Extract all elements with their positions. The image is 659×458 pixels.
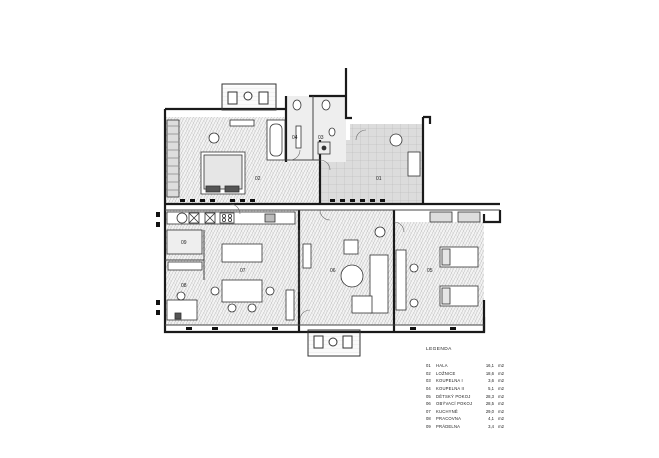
legend-row: 07 KUCHYNĚ 29,0 m2 (426, 408, 536, 416)
legend-room-name: KOUPELNA II (436, 386, 465, 392)
legend-room-number: 02 (426, 370, 431, 376)
room-number-kids-room: 05 (427, 268, 433, 274)
legend-area-unit: m2 (498, 416, 504, 422)
legend-row: 08 PRACOVNA 4,1 m2 (426, 415, 536, 423)
legend-title: LEGENDA (426, 347, 452, 352)
legend-room-number: 04 (426, 386, 431, 392)
legend-room-area: 4,1 (488, 416, 494, 422)
room-number-bathroom-1: 03 (318, 135, 324, 141)
legend-room-area: 29,0 (485, 408, 494, 414)
legend-row: 02 LOŽNICE 18,6 m2 (426, 370, 536, 378)
legend-area-unit: m2 (498, 386, 504, 392)
window-markers (156, 199, 456, 330)
legend-area-unit: m2 (498, 363, 504, 369)
legend-area-unit: m2 (498, 393, 504, 399)
bathroom-fixtures (266, 99, 336, 161)
legend-room-name: PRACOVNA (436, 416, 462, 422)
door-swings (229, 129, 405, 321)
legend-room-name: KUCHYNĚ (436, 408, 458, 414)
legend-room-area: 3,6 (488, 378, 494, 384)
legend-room-name: LOŽNICE (436, 370, 456, 376)
room-number-living-room: 06 (330, 268, 336, 274)
legend-row: 01 HALA 16,1 m2 (426, 362, 536, 370)
utility-study-furniture (166, 229, 203, 321)
legend-area-unit: m2 (498, 370, 504, 376)
room-number-bedroom: 02 (255, 176, 261, 182)
legend-room-number: 06 (426, 401, 431, 407)
room-number-bathroom-2: 04 (292, 135, 298, 141)
kidsroom-furniture (395, 211, 481, 311)
legend-room-number: 05 (426, 393, 431, 399)
balcony-bottom (307, 329, 361, 357)
legend-room-name: KOUPELNA I (436, 378, 463, 384)
legend-row: 06 OBÝVACÍ POKOJ 28,5 m2 (426, 400, 536, 408)
room-number-hall: 01 (376, 176, 382, 182)
legend-area-unit: m2 (498, 378, 504, 384)
legend-room-area: 18,6 (485, 370, 494, 376)
legend-area-unit: m2 (498, 424, 504, 430)
room-number-study: 08 (181, 283, 187, 289)
wall-partitions (165, 96, 500, 326)
legend-room-area: 3,4 (488, 424, 494, 430)
legend-row: 03 KOUPELNA I 3,6 m2 (426, 377, 536, 385)
legend-room-number: 03 (426, 378, 431, 384)
legend-room-area: 16,1 (485, 363, 494, 369)
legend-rows: 01 HALA 16,1 m2 02 LOŽNICE 18,6 m2 03 KOUPELNA I 3… (426, 362, 536, 430)
room-numbers: 01 02 03 04 05 06 07 08 09 (181, 135, 433, 289)
legend-room-name: HALA (436, 363, 448, 369)
legend-room-area: 5,1 (488, 386, 494, 392)
legend-area-unit: m2 (498, 408, 504, 414)
legend-row: 05 DĚTSKÝ POKOJ 28,3 m2 (426, 392, 536, 400)
legend-room-name: PRÁDELNA (436, 424, 461, 430)
legend-row: 04 KOUPELNA II 5,1 m2 (426, 385, 536, 393)
legend-area-unit: m2 (498, 401, 504, 407)
legend-room-number: 09 (426, 424, 431, 430)
legend-room-number: 01 (426, 363, 431, 369)
legend-room-name: DĚTSKÝ POKOJ (436, 393, 471, 399)
living-furniture (285, 226, 389, 321)
balcony-top (221, 83, 277, 111)
legend-row: 09 PRÁDELNA 3,4 m2 (426, 423, 536, 431)
legend-room-number: 07 (426, 408, 431, 414)
kitchen-furniture (166, 211, 296, 313)
room-number-kitchen: 07 (240, 268, 246, 274)
legend-room-area: 28,3 (485, 393, 494, 399)
hall-furniture (389, 133, 421, 177)
bedroom-furniture (166, 119, 255, 198)
legend-room-name: OBÝVACÍ POKOJ (436, 401, 473, 407)
legend-room-area: 28,5 (485, 401, 494, 407)
room-number-utility: 09 (181, 240, 187, 246)
legend-room-number: 08 (426, 416, 431, 422)
